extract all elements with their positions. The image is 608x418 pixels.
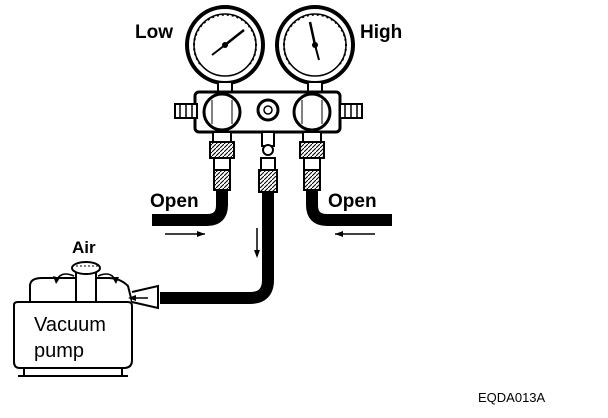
- low-gauge-icon: [185, 5, 265, 93]
- high-gauge-icon: [275, 5, 355, 93]
- center-hose-fitting: [258, 131, 278, 193]
- figure-code: EQDA013A: [478, 390, 546, 405]
- pump-label-line2: pump: [34, 340, 84, 362]
- center-flow-arrow: [254, 228, 260, 258]
- high-hose-fitting: [299, 131, 325, 191]
- high-valve-knob: [292, 92, 332, 132]
- air-label: Air: [72, 238, 96, 257]
- low-valve-knob: [202, 92, 242, 132]
- open-label-right: Open: [328, 191, 377, 212]
- vacuum-pump-icon: [13, 261, 159, 377]
- pump-label-line1: Vacuum: [34, 314, 106, 336]
- left-flow-arrow: [165, 231, 205, 237]
- center-hose: [160, 192, 274, 304]
- right-flow-arrow: [335, 231, 375, 237]
- high-label: High: [360, 22, 402, 43]
- low-side-hose: [152, 190, 228, 226]
- low-label: Low: [135, 22, 173, 43]
- center-sight-glass: [256, 98, 280, 122]
- high-side-hose: [306, 190, 392, 226]
- open-label-left: Open: [150, 191, 199, 212]
- low-hose-fitting: [209, 131, 235, 191]
